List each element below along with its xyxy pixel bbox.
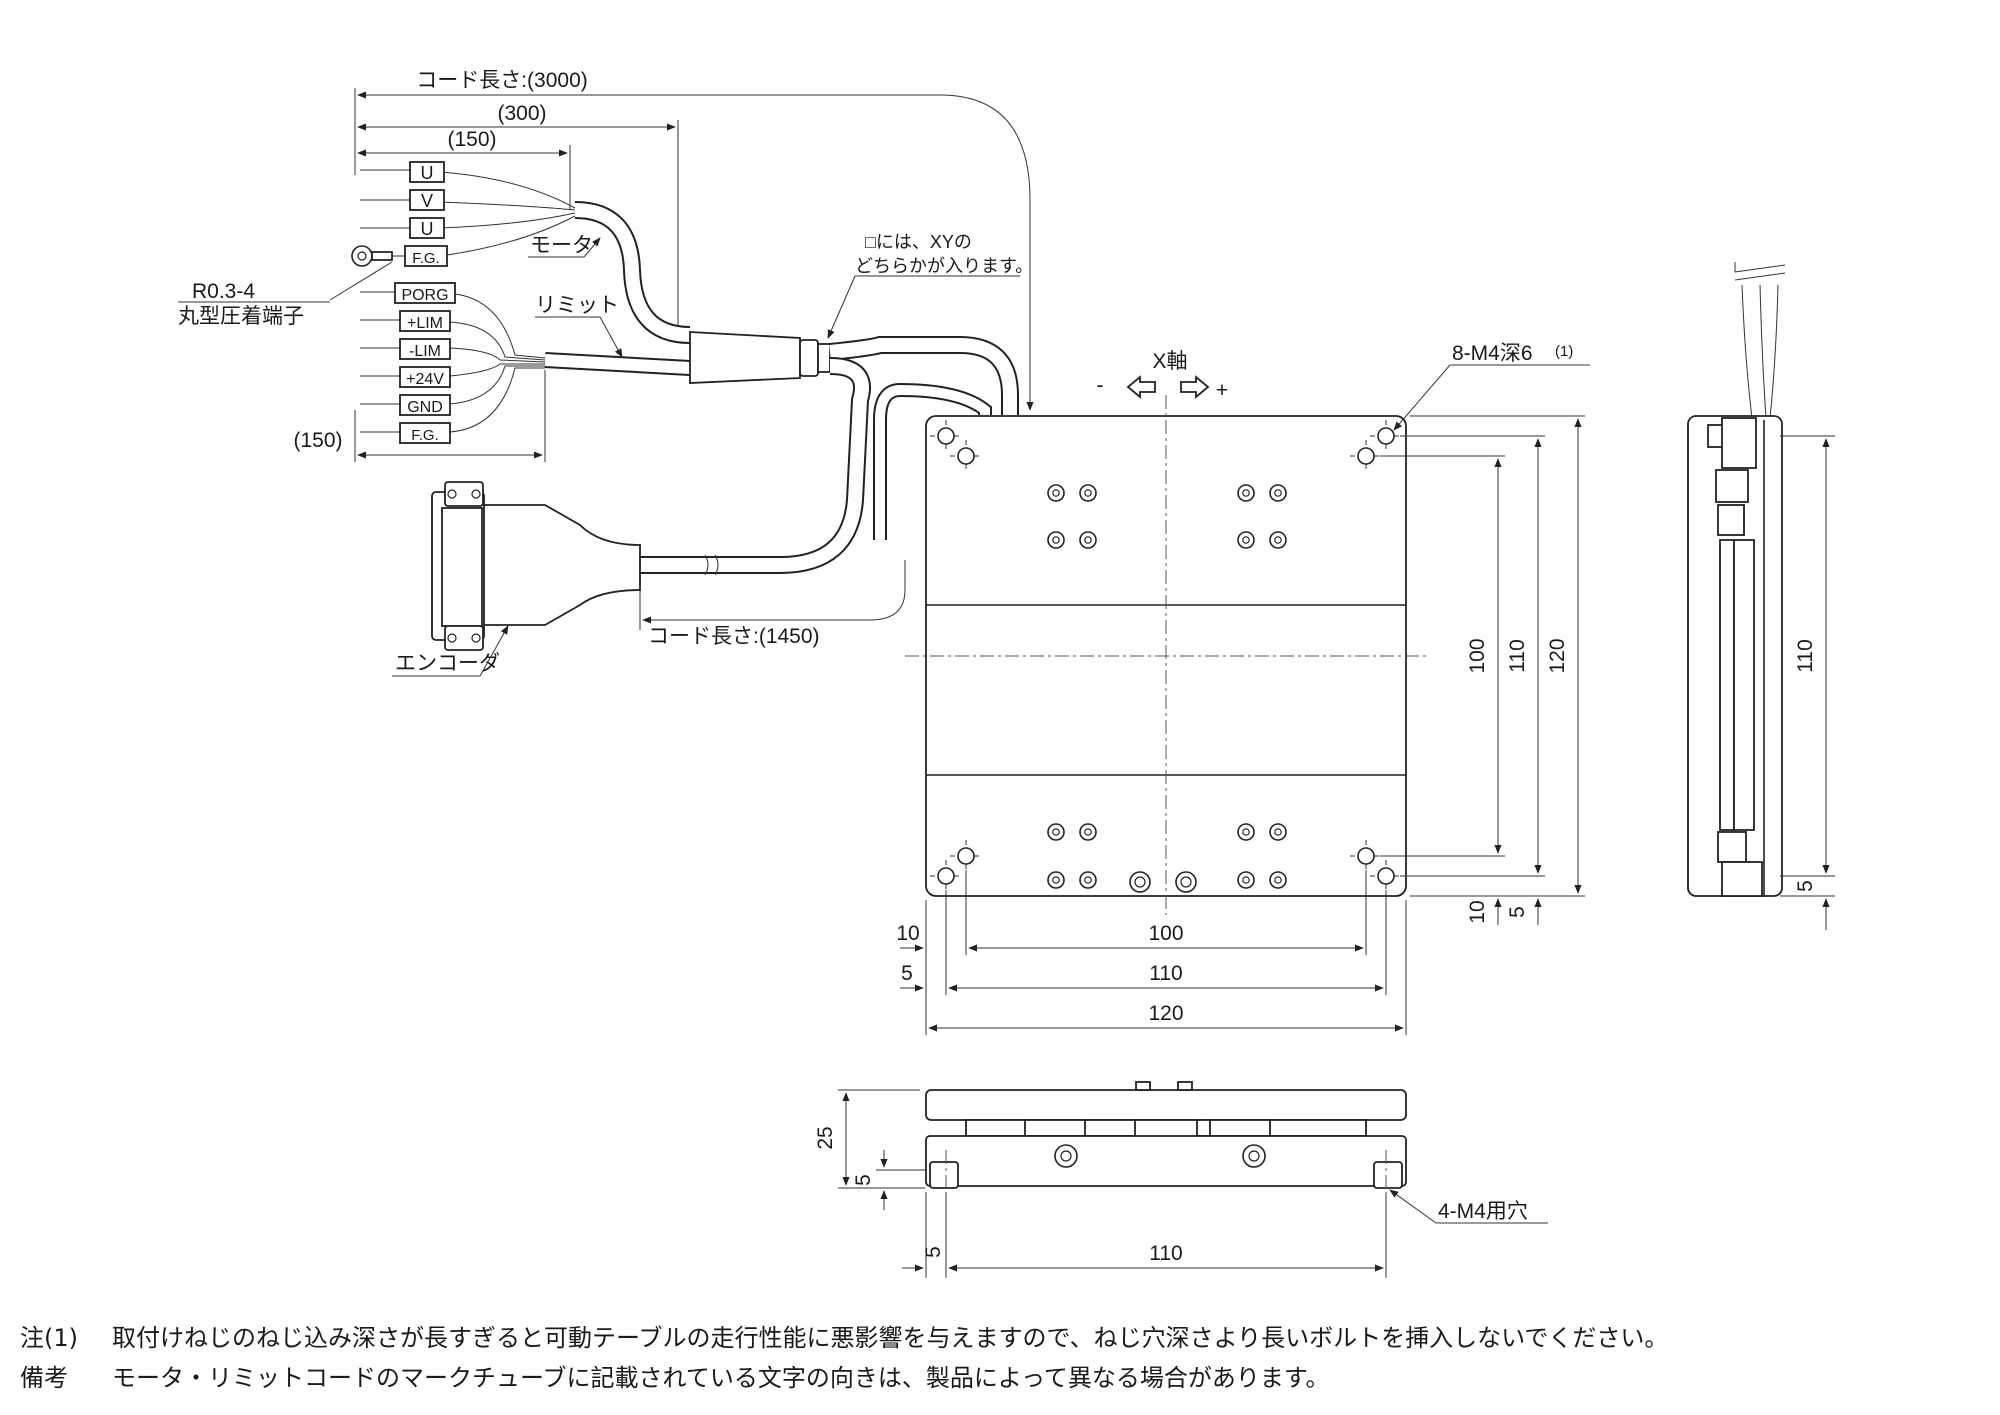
ring-terminal-icon bbox=[351, 245, 393, 267]
side-dim-110: 110 bbox=[1794, 639, 1817, 672]
motor-label: モータ bbox=[530, 234, 593, 257]
front-dim-5-vertical: 5 bbox=[852, 1174, 875, 1186]
note-key: 備考 bbox=[20, 1364, 68, 1392]
cable-assembly: コード長さ:(3000) (300) (150) U V U F.G. bbox=[178, 69, 1034, 677]
dim-v-5: 5 bbox=[1506, 906, 1529, 918]
top-holes-callout: 8-M4深6 bbox=[1452, 342, 1533, 365]
dim-v-10: 10 bbox=[1466, 900, 1489, 923]
note-row-2: 備考 モータ・リミットコードのマークチューブに記載されている文字の向きは、製品に… bbox=[20, 1358, 1980, 1398]
stage-top-view: X軸 - + 8-M4深6 (1) 100 110 120 10 5 bbox=[896, 342, 1590, 1035]
note-row-1: 注(1) 取付けねじのねじ込み深さが長すぎると可動テーブルの走行性能に悪影響を与… bbox=[20, 1318, 1980, 1358]
side-dim-5: 5 bbox=[1794, 880, 1817, 892]
encoder-connector bbox=[431, 481, 641, 651]
note-text: モータ・リミットコードのマークチューブに記載されている文字の向きは、製品によって… bbox=[112, 1364, 1330, 1392]
cord-length-150-top: (150) bbox=[447, 128, 496, 151]
dim-v-100: 100 bbox=[1466, 638, 1489, 673]
dim-h-120: 120 bbox=[1148, 1002, 1183, 1025]
x-axis-minus: - bbox=[1097, 374, 1104, 397]
terminal-label-line2: 丸型圧着端子 bbox=[178, 305, 304, 328]
arrow-right-icon bbox=[1180, 375, 1210, 399]
arrow-left-icon bbox=[1126, 375, 1156, 399]
front-dim-5-horizontal: 5 bbox=[922, 1246, 945, 1258]
front-dim-25: 25 bbox=[814, 1126, 837, 1149]
wire-tag-fg1: F.G. bbox=[412, 250, 440, 267]
stage-front-view: 25 5 5 110 4-M4用穴 bbox=[814, 1081, 1548, 1278]
note-key: 注(1) bbox=[20, 1324, 78, 1352]
top-holes-note-ref: (1) bbox=[1555, 343, 1573, 360]
note-text: 取付けねじのねじ込み深さが長すぎると可動テーブルの走行性能に悪影響を与えますので… bbox=[112, 1324, 1669, 1352]
x-axis-plus: + bbox=[1216, 379, 1228, 402]
front-dim-110: 110 bbox=[1149, 1242, 1182, 1265]
limit-wire-tags: PORG +LIM -LIM +24V GND F.G. bbox=[360, 282, 546, 444]
stage-side-view: 110 5 bbox=[1687, 262, 1835, 930]
motor-wire-tags: U V U F.G. bbox=[404, 161, 448, 267]
bottom-holes-callout: 4-M4用穴 bbox=[1438, 1200, 1528, 1223]
cord-length-150-left: (150) bbox=[293, 429, 342, 452]
wire-tag-v: V bbox=[421, 191, 433, 211]
limit-label: リミット bbox=[535, 294, 619, 317]
dim-h-10: 10 bbox=[896, 922, 919, 945]
x-axis-label: X軸 bbox=[1152, 350, 1187, 373]
wire-tag-u1: U bbox=[421, 163, 434, 183]
xy-note-line2: どちらかが入ります。 bbox=[855, 256, 1033, 276]
wire-tag-u2: U bbox=[421, 219, 434, 239]
wire-tag-porg: PORG bbox=[401, 287, 448, 304]
xy-note-line1: □には、XYの bbox=[865, 232, 972, 252]
wire-tag-24v: +24V bbox=[406, 371, 444, 388]
dim-h-100: 100 bbox=[1148, 922, 1183, 945]
dim-h-110: 110 bbox=[1149, 962, 1182, 985]
wire-tag-minus-lim: -LIM bbox=[409, 343, 441, 360]
dim-h-5: 5 bbox=[901, 962, 913, 985]
cord-length-total: コード長さ:(3000) bbox=[416, 69, 588, 92]
cord-length-300: (300) bbox=[497, 102, 546, 125]
wire-tag-plus-lim: +LIM bbox=[407, 315, 443, 332]
encoder-label: エンコーダ bbox=[395, 652, 500, 675]
dim-v-120: 120 bbox=[1546, 638, 1569, 673]
cord-length-encoder: コード長さ:(1450) bbox=[648, 625, 820, 648]
notes-section: 注(1) 取付けねじのねじ込み深さが長すぎると可動テーブルの走行性能に悪影響を与… bbox=[20, 1318, 1980, 1398]
terminal-label-line1: R0.3-4 bbox=[192, 280, 255, 303]
wire-tag-fg2: F.G. bbox=[411, 427, 439, 444]
dim-v-110: 110 bbox=[1506, 639, 1529, 672]
wire-tag-gnd: GND bbox=[407, 399, 443, 416]
